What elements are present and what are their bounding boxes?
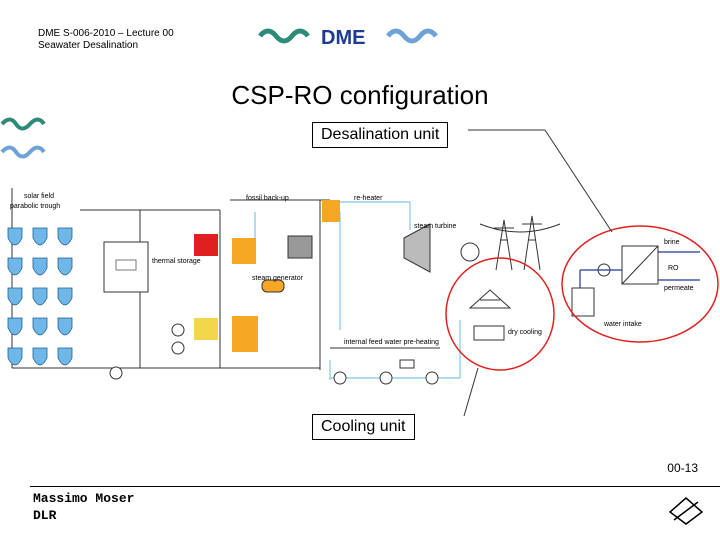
wave-right-icon <box>386 28 438 44</box>
generator-icon <box>460 242 480 262</box>
steam-turbine-icon <box>403 223 431 273</box>
header-text: DME S-006-2010 – Lecture 00 Seawater Des… <box>38 28 174 52</box>
pumps <box>109 263 611 385</box>
label-steam-turbine: steam turbine <box>414 223 457 230</box>
desalination-unit-callout: Desalination unit <box>312 122 449 148</box>
preheater-box <box>232 316 258 352</box>
label-steam-generator: steam generator <box>252 275 304 282</box>
label-parabolic-trough: parabolic trough <box>10 203 60 210</box>
dry-cooling-icon <box>468 289 512 309</box>
dme-logo: DME <box>258 27 438 49</box>
wave-left-icon <box>258 28 310 44</box>
steam-drum <box>261 279 285 293</box>
label-water-intake: water intake <box>603 321 642 328</box>
yellow-heater-box <box>194 318 218 340</box>
csp-ro-diagram: solar field parabolic trough thermal sto… <box>7 129 719 417</box>
label-fossil-backup: fossil back-up <box>246 195 289 202</box>
steam-gen-box <box>232 238 256 264</box>
label-ro: RO <box>668 265 679 272</box>
label-permeate: permeate <box>664 285 694 292</box>
dlr-mark-icon <box>668 497 704 525</box>
author-block: Massimo Moser DLR <box>33 490 134 524</box>
wave-teal-icon <box>0 117 46 131</box>
dlr-logo <box>668 497 704 525</box>
label-brine: brine <box>664 239 680 246</box>
desal-callout-line <box>544 129 613 233</box>
pump-icon <box>425 371 439 385</box>
reheater-box <box>322 200 340 222</box>
label-dry-cooling: dry cooling <box>508 329 542 336</box>
logo-text: DME <box>321 27 365 49</box>
storage-coil-icon <box>115 259 137 271</box>
pump-icon <box>379 371 393 385</box>
water-intake-tank <box>571 287 595 317</box>
slide-title: CSP-RO configuration <box>231 80 489 110</box>
cooling-unit-callout: Cooling unit <box>312 414 415 440</box>
course-subtitle: Seawater Desalination <box>38 40 139 51</box>
thermal-storage-tank <box>103 241 149 293</box>
cooling-condenser <box>473 325 505 341</box>
label-thermal-storage: thermal storage <box>152 258 201 265</box>
label-solar-field: solar field <box>24 193 54 200</box>
ro-pipes <box>579 251 700 288</box>
fossil-backup-box <box>287 235 313 259</box>
solar-field-troughs <box>7 227 73 366</box>
course-code: DME S-006-2010 – Lecture 00 <box>38 28 174 39</box>
pump-icon <box>171 341 185 355</box>
pump-icon <box>333 371 347 385</box>
side-waves <box>0 117 46 159</box>
author-name: Massimo Moser <box>33 491 135 506</box>
desalination-highlight-circle <box>561 225 719 343</box>
pump-icon <box>171 323 185 337</box>
label-internal-feed-water: internal feed water pre-heating <box>344 339 439 346</box>
author-org: DLR <box>33 508 57 523</box>
cooling-callout-line <box>463 367 479 417</box>
footer-divider <box>30 486 720 487</box>
cooling-highlight-circle <box>445 257 555 371</box>
wave-blue-icon <box>0 145 46 159</box>
page-number: 00-13 <box>667 461 698 475</box>
pump-icon <box>109 366 123 380</box>
preheater-exchanger <box>399 359 415 369</box>
power-pylons-icon <box>479 215 561 271</box>
red-heater-box <box>194 234 218 256</box>
label-reheater: re-heater <box>354 195 383 202</box>
